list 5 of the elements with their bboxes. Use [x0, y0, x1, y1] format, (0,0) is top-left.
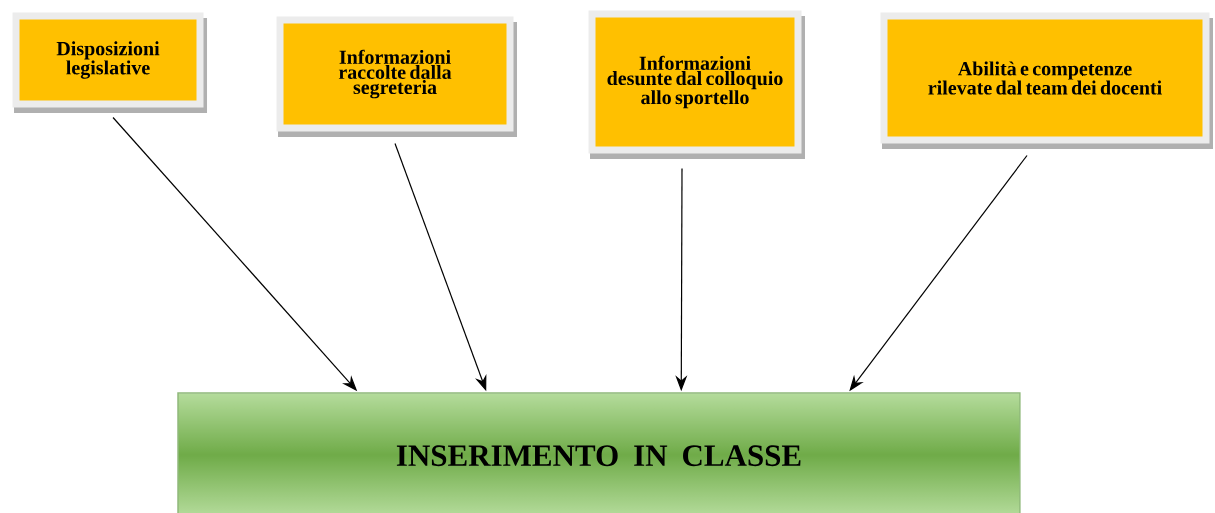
source-box: Disposizioni legislative [12, 12, 207, 113]
source-box: Informazioni raccolte dalla segreteria [276, 16, 517, 137]
target-box: INSERIMENTO IN CLASSE [177, 392, 1021, 513]
source-box: Informazioni desunte dal colloquio allo sportello [588, 10, 805, 159]
source-box: Abilità e competenze rilevate dal team dei docenti [880, 12, 1213, 149]
